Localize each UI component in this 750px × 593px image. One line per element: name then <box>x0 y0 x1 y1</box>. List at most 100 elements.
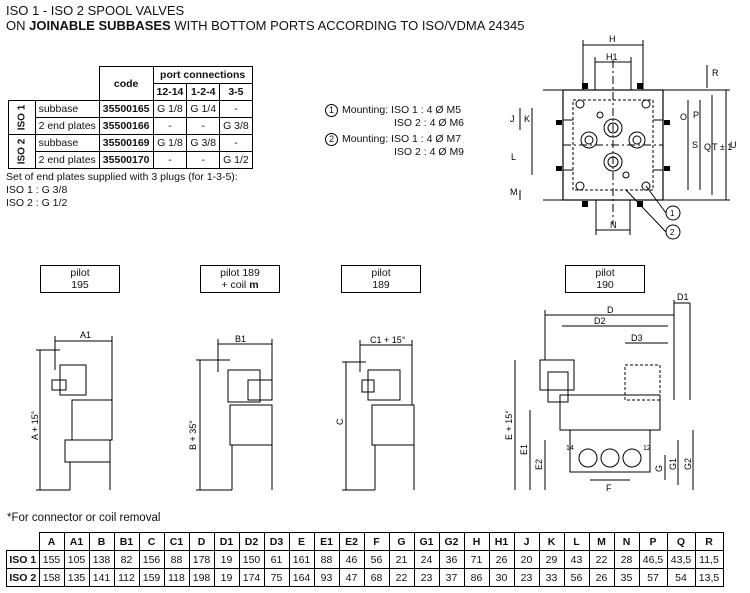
table-cell: 138 <box>88 550 115 569</box>
table-cell: 198 <box>188 568 215 587</box>
table-cell: 13,5 <box>694 568 724 587</box>
column-header: G <box>388 532 415 551</box>
table-cell: 23 <box>413 568 440 587</box>
column-header: B1 <box>113 532 140 551</box>
codes-header-code: code <box>98 66 154 101</box>
table-cell: 43 <box>563 550 590 569</box>
table-cell: 24 <box>413 550 440 569</box>
pilot-190-drawing <box>514 300 694 490</box>
table-cell: 61 <box>263 550 290 569</box>
column-header: G2 <box>438 532 465 551</box>
table-cell: 46 <box>338 550 365 569</box>
column-header: D1 <box>213 532 240 551</box>
table-cell: 28 <box>613 550 640 569</box>
label-P: P <box>693 110 699 120</box>
table-cell: 11,5 <box>694 550 724 569</box>
title-line-2: ON JOINABLE SUBBASES WITH BOTTOM PORTS A… <box>6 18 525 33</box>
label-U: U <box>730 140 737 150</box>
column-header: G1 <box>413 532 440 551</box>
table-cell: 23 <box>513 568 540 587</box>
label-E-15: E + 15° <box>504 410 514 440</box>
callout-2-icon: 2 <box>325 133 338 146</box>
column-header: M <box>588 532 615 551</box>
label-M: M <box>510 187 518 197</box>
label-F: F <box>606 483 612 493</box>
table-cell: 56 <box>363 550 390 569</box>
label-G: G <box>654 465 664 472</box>
codes-table: code port connections 12-14 1-2-4 3-5 IS… <box>8 66 253 169</box>
column-header: E1 <box>313 532 340 551</box>
port-col-header: 12-14 <box>152 83 188 101</box>
table-cell: 75 <box>263 568 290 587</box>
port-12-label: 12 <box>643 445 651 452</box>
column-header: B <box>88 532 115 551</box>
table-cell: 88 <box>163 550 190 569</box>
label-K: K <box>524 114 530 124</box>
table-cell: 68 <box>363 568 390 587</box>
table-cell: 105 <box>63 550 90 569</box>
table-cell: 161 <box>288 550 315 569</box>
table-cell: 159 <box>138 568 165 587</box>
label-J: J <box>510 114 515 124</box>
label-C: C <box>335 418 345 425</box>
label-B-35: B + 35° <box>188 420 198 450</box>
column-header: R <box>694 532 724 551</box>
column-header: E <box>288 532 315 551</box>
table-cell: 54 <box>666 568 696 587</box>
table-cell: 112 <box>113 568 140 587</box>
table-cell: 178 <box>188 550 215 569</box>
table-cell: 26 <box>588 568 615 587</box>
table-cell: 56 <box>563 568 590 587</box>
label-D: D <box>607 305 614 315</box>
label-C1-15: C1 + 15° <box>370 335 406 345</box>
table-cell: 174 <box>238 568 265 587</box>
document-title: ISO 1 - ISO 2 SPOOL VALVES ON JOINABLE S… <box>6 3 524 33</box>
table-cell: 30 <box>488 568 515 587</box>
table-cell: 47 <box>338 568 365 587</box>
table-cell: 156 <box>138 550 165 569</box>
table-cell: 22 <box>388 568 415 587</box>
label-B1: B1 <box>235 334 246 344</box>
column-header: F <box>363 532 390 551</box>
table-cell: 164 <box>288 568 315 587</box>
table-row: 2 end plates 35500170 - - G 1/2 <box>9 151 253 169</box>
column-header: H1 <box>488 532 515 551</box>
table-cell: 88 <box>313 550 340 569</box>
label-G1: G1 <box>668 458 678 470</box>
label-D1: D1 <box>677 292 689 302</box>
label-H1: H1 <box>606 52 618 62</box>
table-cell: 118 <box>163 568 190 587</box>
column-header: J <box>513 532 540 551</box>
table-cell: 135 <box>63 568 90 587</box>
column-header: N <box>613 532 640 551</box>
column-header: E2 <box>338 532 365 551</box>
table-cell: 141 <box>88 568 115 587</box>
label-E1: E1 <box>519 444 529 455</box>
label-G2: G2 <box>683 458 693 470</box>
label-O: O <box>680 112 687 122</box>
table-cell: 21 <box>388 550 415 569</box>
callout-2-label: 2 <box>670 228 675 237</box>
label-E2: E2 <box>534 459 544 470</box>
label-A1: A1 <box>80 330 91 340</box>
column-header: L <box>563 532 590 551</box>
port-col-header: 3-5 <box>219 83 253 101</box>
port-14-label: 14 <box>566 445 574 452</box>
column-header: C1 <box>163 532 190 551</box>
table-cell: 37 <box>438 568 465 587</box>
table-cell: 86 <box>463 568 490 587</box>
label-H: H <box>609 34 616 44</box>
label-N: N <box>610 220 617 230</box>
column-header: D2 <box>238 532 265 551</box>
table-cell: 19 <box>213 568 240 587</box>
codes-header-ports: port connections <box>152 66 253 84</box>
pilot-189-coil-drawing <box>196 339 273 491</box>
group-label: ISO 2 <box>8 134 36 169</box>
column-header: A <box>38 532 65 551</box>
top-view-drawing <box>519 40 730 240</box>
column-header: A1 <box>63 532 90 551</box>
table-cell: 29 <box>538 550 565 569</box>
